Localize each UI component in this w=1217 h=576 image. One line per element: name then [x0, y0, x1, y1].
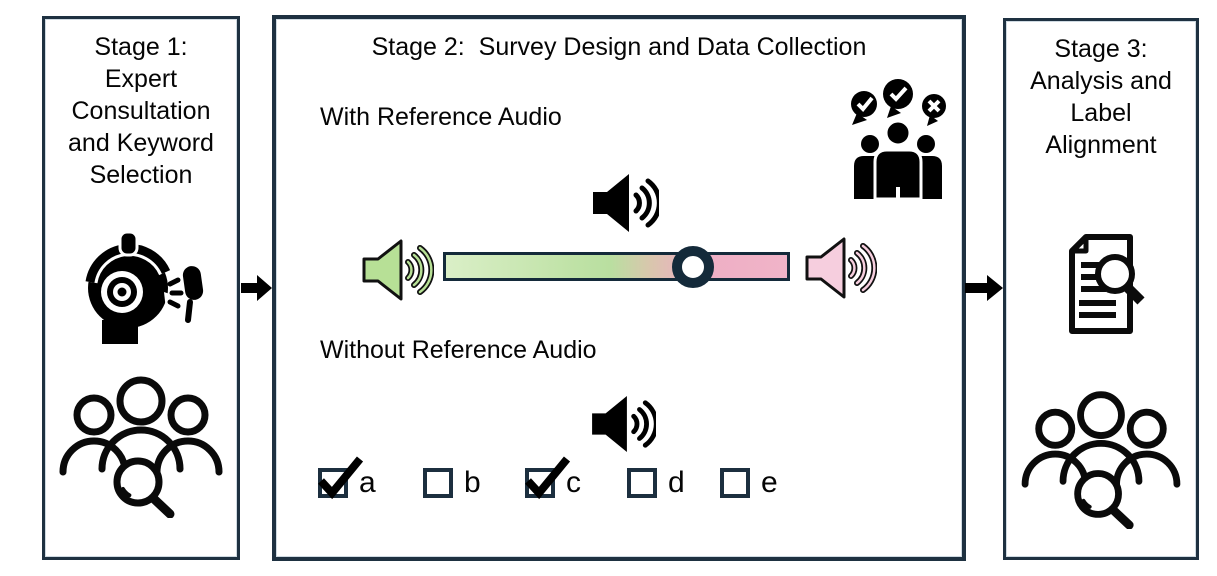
checkbox-option-d[interactable]: d — [627, 468, 685, 498]
with-reference-audio-label: With Reference Audio — [320, 103, 562, 131]
without-reference-audio-label: Without Reference Audio — [320, 336, 597, 364]
checkbox-label: e — [761, 466, 778, 499]
stage1-title: Stage 1: Expert Consultation and Keyword… — [68, 33, 214, 189]
checkbox-b[interactable] — [423, 468, 453, 498]
checkbox-label: b — [464, 466, 481, 499]
stage1-box: Stage 1: Expert Consultation and Keyword… — [42, 16, 240, 560]
arrow-right-icon — [241, 275, 272, 301]
speaker-icon — [592, 395, 656, 453]
slider-thumb[interactable] — [672, 245, 715, 288]
checkbox-label: a — [359, 466, 376, 499]
stage3-box: Stage 3: Analysis and Label Alignment — [1003, 18, 1199, 560]
speaker-pink-icon — [805, 237, 877, 299]
rating-slider-track[interactable] — [443, 245, 790, 288]
speaker-green-icon — [362, 239, 434, 301]
document-search-icon — [1069, 234, 1145, 334]
checkbox-a[interactable] — [318, 456, 364, 500]
speaker-icon — [593, 174, 659, 232]
checkbox-option-c[interactable]: c — [525, 456, 581, 500]
checkbox-e[interactable] — [720, 468, 750, 498]
checkbox-d[interactable] — [627, 468, 657, 498]
stage2-box: Stage 2: Survey Design and Data Collecti… — [272, 15, 966, 561]
checkbox-label: d — [668, 466, 685, 499]
arrow-right-icon — [965, 275, 1003, 301]
checkmark-icon — [525, 456, 571, 500]
stage3-title: Stage 3: Analysis and Label Alignment — [1030, 35, 1172, 159]
checkmark-icon — [318, 456, 364, 500]
stage2-title: Stage 2: Survey Design and Data Collecti… — [371, 33, 867, 61]
checkbox-option-a[interactable]: a — [318, 456, 376, 500]
checkbox-option-e[interactable]: e — [720, 468, 778, 498]
group-feedback-bubbles-icon — [851, 79, 946, 199]
checkbox-option-b[interactable]: b — [423, 468, 481, 498]
checkbox-label: c — [566, 466, 581, 499]
checkbox-c[interactable] — [525, 456, 571, 500]
headset-person-icon — [82, 232, 204, 344]
group-search-icon — [59, 376, 223, 518]
group-search-icon — [1021, 391, 1181, 529]
